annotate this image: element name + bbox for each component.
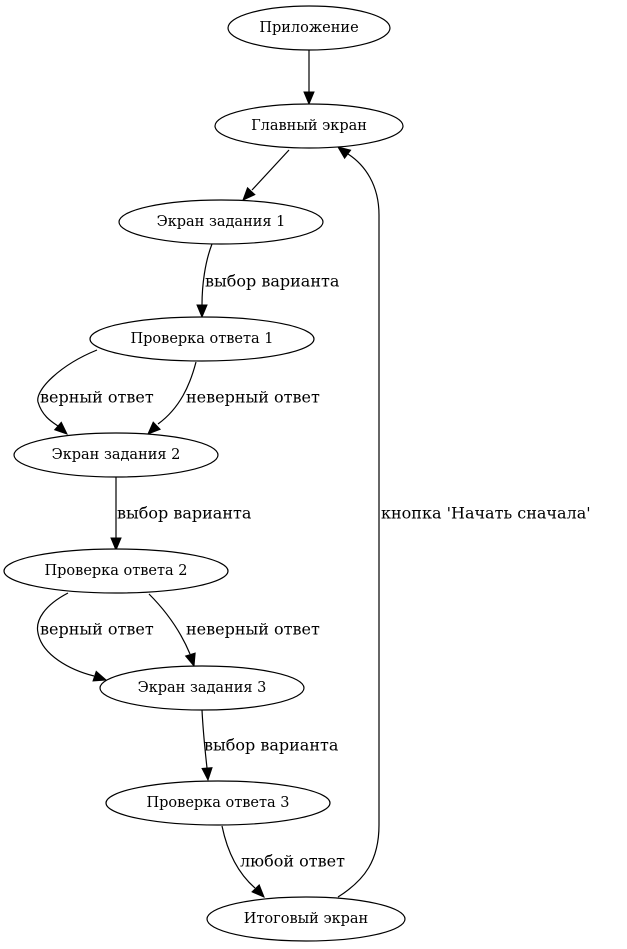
edge-task2-to-check2: выбор варианта — [110, 477, 252, 552]
edge-final-to-main: кнопка 'Начать сначала' — [336, 146, 591, 898]
node-label: Экран задания 3 — [138, 680, 267, 696]
node-ellipse — [13, 432, 219, 478]
node-label: Экран задания 2 — [52, 447, 181, 463]
arrow-head-icon — [110, 537, 122, 552]
arrow-head-icon — [92, 670, 108, 682]
node-app: Приложение — [227, 5, 391, 51]
node-check3: Проверка ответа 3 — [105, 780, 331, 826]
node-ellipse — [118, 199, 324, 245]
edge-line — [157, 361, 197, 425]
edge-label: любой ответ — [240, 852, 345, 871]
node-ellipse — [214, 103, 404, 149]
edge-label: выбор варианта — [204, 736, 339, 755]
node-ellipse — [105, 780, 331, 826]
arrow-head-icon — [251, 884, 265, 898]
edge-task1-to-check1: выбор варианта — [196, 243, 340, 319]
edge-label: неверный ответ — [186, 620, 320, 639]
edge-check2-to-task3: верный ответ — [36, 592, 154, 682]
edge-line — [251, 149, 290, 191]
edge-check2-to-task3: неверный ответ — [148, 593, 320, 668]
edge-label: выбор варианта — [117, 504, 252, 523]
node-final: Итоговый экран — [206, 896, 406, 942]
arrow-head-icon — [196, 304, 208, 319]
node-label: Проверка ответа 3 — [147, 795, 290, 811]
arrow-head-icon — [242, 186, 256, 201]
arrow-head-icon — [147, 421, 162, 435]
edge-line — [36, 592, 95, 677]
node-main: Главный экран — [214, 103, 404, 149]
node-label: Экран задания 1 — [157, 214, 286, 230]
node-label: Итоговый экран — [244, 911, 368, 927]
arrow-head-icon — [53, 421, 68, 435]
node-ellipse — [227, 5, 391, 51]
edge-line — [148, 593, 191, 655]
edges-layer: выбор варианта верный ответ неверный ответ… — [36, 50, 591, 898]
edge-check3-to-final: любой ответ — [221, 825, 345, 898]
node-ellipse — [89, 316, 315, 362]
node-label: Главный экран — [251, 118, 367, 134]
edge-main-to-task1 — [242, 149, 290, 201]
node-task1: Экран задания 1 — [118, 199, 324, 245]
node-task2: Экран задания 2 — [13, 432, 219, 478]
node-label: Приложение — [259, 20, 358, 36]
node-ellipse — [3, 548, 229, 594]
node-label: Проверка ответа 1 — [131, 331, 274, 347]
node-label: Проверка ответа 2 — [45, 563, 188, 579]
arrow-head-icon — [201, 767, 213, 782]
edge-task3-to-check3: выбор варианта — [201, 709, 339, 782]
arrow-head-icon — [336, 146, 352, 160]
edge-check1-to-task2: верный ответ — [37, 349, 154, 435]
edge-check1-to-task2: неверный ответ — [147, 361, 320, 435]
edge-line — [201, 243, 213, 306]
edge-app-to-main — [303, 50, 315, 106]
node-ellipse — [99, 665, 305, 711]
edge-line — [201, 709, 208, 769]
arrow-head-icon — [303, 91, 315, 106]
node-check1: Проверка ответа 1 — [89, 316, 315, 362]
edge-label: верный ответ — [40, 388, 154, 407]
edge-line — [221, 825, 256, 889]
node-check2: Проверка ответа 2 — [3, 548, 229, 594]
edge-label: выбор варианта — [205, 272, 340, 291]
edge-label: неверный ответ — [186, 388, 320, 407]
edge-line — [337, 153, 380, 898]
arrow-head-icon — [184, 652, 196, 668]
edge-label: верный ответ — [40, 620, 154, 639]
node-ellipse — [206, 896, 406, 942]
edge-line — [37, 349, 98, 427]
node-task3: Экран задания 3 — [99, 665, 305, 711]
edge-label: кнопка 'Начать сначала' — [381, 504, 591, 523]
